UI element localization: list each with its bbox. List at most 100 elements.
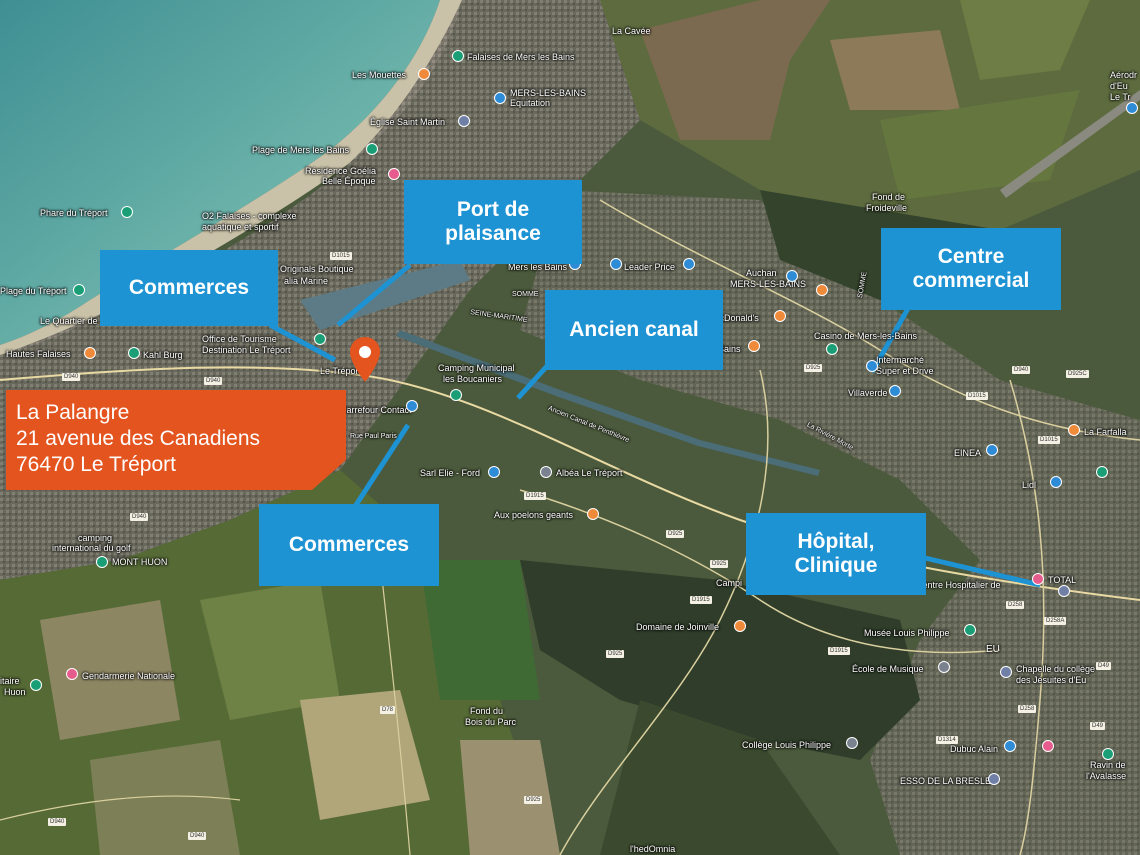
poi-villaverde[interactable]: Villaverde — [848, 388, 888, 398]
poi-quartier[interactable]: Le Quartier de — [40, 316, 98, 326]
road-d1015: D1015 — [330, 252, 352, 260]
casino-icon — [826, 343, 838, 355]
address-line-name: La Palangre — [16, 401, 130, 424]
road-d925: D925 — [804, 364, 823, 372]
poi-hautes-falaises[interactable]: Hautes Falaises — [6, 349, 71, 359]
poi-kahl-burg[interactable]: Kahl Burg — [143, 350, 183, 360]
hotel-icon-2 — [734, 620, 746, 632]
poi-rue-paul: Rue Paul Paris — [350, 433, 397, 440]
road-d1015-3: D1015 — [1038, 436, 1060, 444]
road-d925c: D925C — [1066, 370, 1089, 378]
poi-casino[interactable]: Casino de Mers-les-Bains — [814, 331, 918, 341]
poi-domaine-joinville[interactable]: Domaine de Joinville — [636, 622, 720, 632]
callout-ancien-canal[interactable]: Ancien canal — [545, 290, 723, 370]
poi-mers-center[interactable]: Mers les Bains — [508, 262, 568, 272]
poi-bains[interactable]: Bains — [718, 344, 741, 354]
poi-intermarche-1[interactable]: Intermarché — [876, 355, 925, 365]
cart-icon-2 — [683, 258, 695, 270]
poi-aerodrome-1[interactable]: Aérodr — [1110, 70, 1138, 80]
poi-ravin-2: l'Avalasse — [1086, 771, 1127, 781]
callout-centre-commercial[interactable]: Centre commercial — [881, 228, 1061, 310]
poi-esso[interactable]: ESSO DE LA BRESLE — [900, 776, 992, 786]
poi-aux-poelons[interactable]: Aux poelons geants — [494, 510, 574, 520]
school-icon — [938, 661, 950, 673]
poi-les-mouettes[interactable]: Les Mouettes — [352, 70, 407, 80]
poi-plage-mers[interactable]: Plage de Mers les Bains — [252, 145, 350, 155]
road-d925-4: D925 — [606, 650, 625, 658]
poi-falaises-mers[interactable]: Falaises de Mers les Bains — [467, 52, 575, 62]
poi-o2-falaises-2[interactable]: aquatique et sportif — [202, 222, 279, 232]
poi-plage-treport[interactable]: Plage du Tréport — [0, 286, 67, 296]
callout-port-plaisance[interactable]: Port de plaisance — [404, 180, 582, 264]
location-pin-icon[interactable] — [349, 337, 381, 383]
cart-icon-3 — [786, 270, 798, 282]
poi-camping-golf-2[interactable]: international du golf — [52, 543, 131, 553]
poi-chapelle-2[interactable]: des Jésuites d'Eu — [1016, 675, 1087, 685]
poi-o2-falaises-1[interactable]: O2 Falaises - complexe — [202, 211, 297, 221]
poi-albea[interactable]: Albéa Le Tréport — [556, 468, 623, 478]
poi-einea[interactable]: EINEA — [954, 448, 982, 458]
poi-carrefour[interactable]: Carrefour Contact — [340, 405, 412, 415]
fuel-icon — [1058, 585, 1070, 597]
poi-aerodrome-2[interactable]: d'Eu — [1110, 81, 1128, 91]
poi-la-cavee[interactable]: La Cavée — [612, 26, 651, 36]
poi-leader-price[interactable]: Leader Price — [624, 262, 676, 272]
poi-auchan-1[interactable]: Auchan — [746, 268, 777, 278]
poi-residence-goelia-1[interactable]: Résidence Goélia — [305, 166, 377, 176]
poi-camping-municipal-2[interactable]: les Boucaniers — [443, 374, 503, 384]
poi-intermarche-2[interactable]: Super et Drive — [876, 366, 934, 376]
poi-originals-1[interactable]: Originals Boutique — [280, 264, 354, 274]
poi-college-louis[interactable]: Collège Louis Philippe — [742, 740, 832, 750]
road-d258-2: D258 — [1018, 705, 1037, 713]
callout-hopital[interactable]: Hôpital, Clinique — [746, 513, 926, 595]
road-d925-3: D925 — [710, 560, 729, 568]
poi-eglise-st-martin[interactable]: Église Saint Martin — [370, 117, 446, 127]
callout-commerces-bottom[interactable]: Commerces — [259, 504, 439, 586]
poi-phare[interactable]: Phare du Tréport — [40, 208, 108, 218]
park-icon-2 — [128, 347, 140, 359]
callout-commerces-left[interactable]: Commerces — [100, 250, 278, 326]
poi-militaire-2[interactable]: Huon — [4, 687, 26, 697]
poi-residence-goelia-2[interactable]: Belle Époque — [322, 176, 376, 186]
fuel-icon-2 — [988, 773, 1000, 785]
poi-total[interactable]: TOTAL — [1048, 575, 1077, 585]
poi-dubuc-alain[interactable]: Dubuc Alain — [950, 744, 999, 754]
poi-office-tourisme-1[interactable]: Office de Tourisme — [202, 334, 277, 344]
camping-icon-2 — [96, 556, 108, 568]
poi-lidl[interactable]: Lidl — [1022, 480, 1037, 490]
cart-icon — [610, 258, 622, 270]
road-d1915-3: D1915 — [828, 647, 850, 655]
shop-icon-2 — [986, 444, 998, 456]
poi-auchan-2[interactable]: MERS-LES-BAINS — [730, 279, 807, 289]
poi-mers-equitation-1[interactable]: MERS-LES-BAINS — [510, 88, 587, 98]
poi-camping-golf-1[interactable]: camping — [78, 533, 113, 543]
poi-mcdonalds[interactable]: McDonald's — [712, 313, 759, 323]
poi-originals-2[interactable]: alia Marine — [284, 276, 329, 286]
poi-mers-equitation-2[interactable]: Equitation — [510, 98, 551, 108]
cart-icon-4 — [866, 360, 878, 372]
park-icon-4 — [1102, 748, 1114, 760]
poi-musee-louis[interactable]: Musée Louis Philippe — [864, 628, 950, 638]
road-d258a: D258A — [1044, 617, 1067, 625]
poi-aerodrome-3[interactable]: Le Tr — [1110, 92, 1131, 102]
road-d940-2: D940 — [204, 377, 223, 385]
poi-camping-municipal-1[interactable]: Camping Municipal — [438, 363, 515, 373]
poi-le-treport[interactable]: Le Tréport — [320, 366, 362, 376]
poi-office-tourisme-2[interactable]: Destination Le Tréport — [202, 345, 291, 355]
poi-fond-bois-1: Fond du — [470, 706, 504, 716]
poi-sarl-elie[interactable]: Sarl Elie - Ford — [420, 468, 481, 478]
poi-gendarmerie[interactable]: Gendarmerie Nationale — [82, 671, 176, 681]
poi-hedomnia[interactable]: l'hedOmnia — [630, 844, 676, 854]
road-d940-4: D940 — [130, 513, 149, 521]
shop-icon-3 — [1004, 740, 1016, 752]
poi-ecole-musique[interactable]: École de Musique — [852, 664, 924, 674]
poi-la-farfalla[interactable]: La Farfalla — [1084, 427, 1127, 437]
road-d940-3: D940 — [1012, 366, 1031, 374]
poi-camping-eu[interactable]: Campi — [716, 578, 743, 588]
poi-centre-hospitalier[interactable]: Centre Hospitalier de — [916, 580, 1001, 590]
poi-fond-froideville-1: Fond de — [872, 192, 906, 202]
church-icon — [458, 115, 470, 127]
poi-chapelle-1[interactable]: Chapelle du collège — [1016, 664, 1096, 674]
poi-militaire-1[interactable]: itaire — [0, 676, 20, 686]
